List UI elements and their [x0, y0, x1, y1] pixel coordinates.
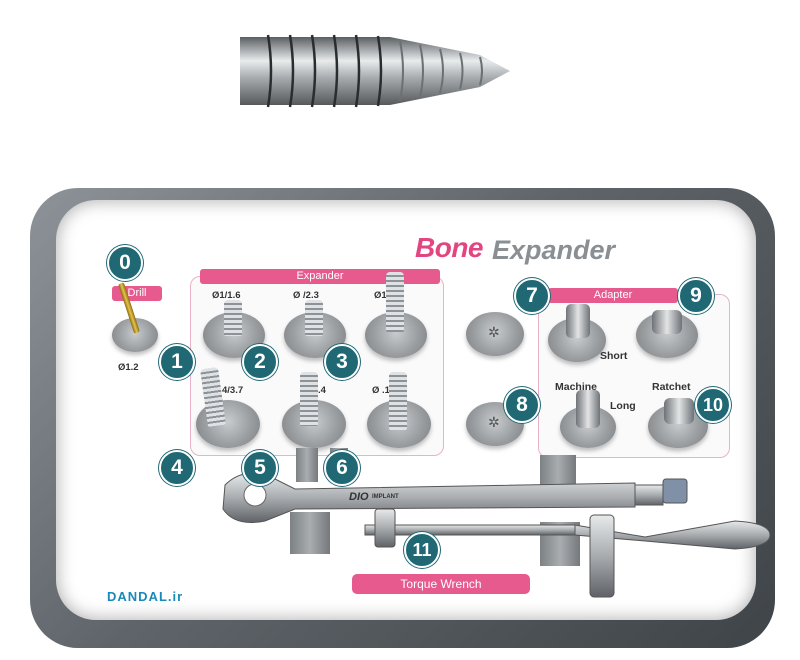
badge-4: 4: [159, 450, 195, 486]
badge-11: 11: [404, 532, 440, 568]
badge-8: 8: [504, 387, 540, 423]
adapter-short-label: Short: [600, 350, 628, 362]
badge-0: 0: [107, 245, 143, 281]
brand-title-expander: Expander: [492, 235, 616, 265]
socket-screw-mark-lower: ✲: [488, 414, 500, 430]
wrench-brand-sub: IMPLANT: [372, 494, 399, 500]
expander-size-1: Ø1/1.6: [212, 290, 241, 301]
badge-3: 3: [324, 344, 360, 380]
wrench-brand: DIO: [349, 491, 369, 503]
wrench-holder-lower-left: [290, 512, 330, 554]
wrench-holder-right: [540, 455, 576, 485]
socket-screw-mark-upper: ✲: [488, 324, 500, 340]
badge-1: 1: [159, 344, 195, 380]
expander-tool-6: [389, 372, 407, 430]
badge-6: 6: [324, 450, 360, 486]
expander-tool-2: [305, 300, 323, 336]
bone-expander-screw-image: [240, 34, 510, 108]
empty-socket-upper: [466, 312, 524, 356]
badge-5: 5: [242, 450, 278, 486]
expander-size-5: .4: [318, 385, 326, 396]
torque-wrench: [222, 472, 771, 598]
drill-size: Ø1.2: [118, 362, 139, 373]
expander-tool-5: [300, 372, 318, 426]
badge-10: 10: [695, 387, 731, 423]
expander-tool-3: [386, 272, 404, 332]
expander-title: Expander: [200, 269, 440, 284]
brand-title-bone: Bone: [415, 232, 484, 263]
torque-wrench-label: Torque Wrench: [352, 574, 530, 594]
adapter-title: Adapter: [548, 288, 678, 303]
adapter-ratchet-label: Ratchet: [652, 381, 691, 393]
expander-size-3: Ø1 .1: [374, 290, 397, 301]
adapter-long-machine: [576, 390, 600, 428]
adapter-long-label: Long: [610, 400, 636, 412]
adapter-short-ratchet: [652, 310, 682, 334]
expander-size-6: Ø .1: [372, 385, 390, 396]
expander-tool-1: [224, 300, 242, 336]
expander-size-4: 4/3.7: [222, 385, 244, 396]
wrench-holder-upper-left: [296, 448, 318, 482]
watermark: DANDAL.ir: [107, 589, 184, 604]
expander-size-2: Ø /2.3: [293, 290, 319, 301]
adapter-long-ratchet: [664, 398, 694, 424]
badge-7: 7: [514, 278, 550, 314]
badge-9: 9: [678, 278, 714, 314]
badge-2: 2: [242, 344, 278, 380]
adapter-short-machine: [566, 304, 590, 338]
